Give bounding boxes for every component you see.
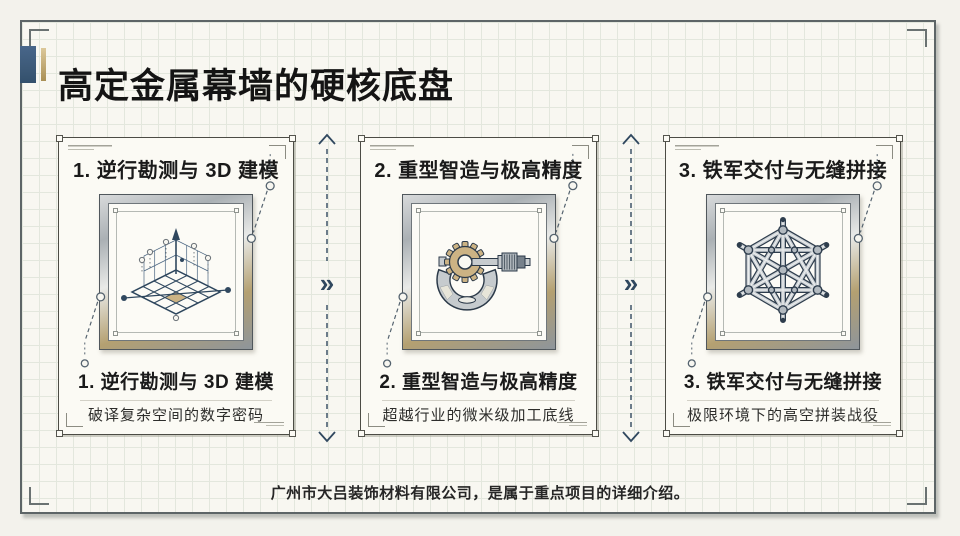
iso-grid-3d-icon bbox=[121, 228, 231, 322]
double-chevron-right: » bbox=[623, 268, 639, 298]
card-top-title: 1. 逆行勘测与 3D 建模 bbox=[73, 160, 279, 182]
chevron-up-icon bbox=[318, 133, 336, 145]
card-top-title: 3. 铁军交付与无缝拼接 bbox=[678, 160, 888, 182]
panel-corner-bracket bbox=[29, 29, 49, 47]
corner-mark bbox=[663, 430, 670, 437]
card-top-title: 2. 重型智造与极高精度 bbox=[374, 160, 583, 182]
corner-mark bbox=[358, 135, 365, 142]
corner-mark bbox=[896, 135, 903, 142]
corner-mark bbox=[896, 430, 903, 437]
chevron-down-icon bbox=[622, 431, 640, 443]
caption-divider bbox=[687, 400, 879, 401]
sheet-stamp bbox=[254, 422, 284, 427]
card-caption: 2. 重型智造与极高精度 超越行业的微米级加工底线 bbox=[361, 370, 596, 425]
corner-mark bbox=[289, 135, 296, 142]
panel-corner-bracket bbox=[907, 487, 927, 505]
double-chevron-right: » bbox=[319, 268, 335, 298]
sheet-stamp bbox=[68, 145, 112, 151]
card-bottom-title: 2. 重型智造与极高精度 bbox=[379, 372, 578, 393]
sheet-stamp bbox=[370, 145, 414, 151]
corner-mark bbox=[358, 430, 365, 437]
flow-connector: » bbox=[619, 133, 643, 443]
sheet-stamp bbox=[557, 422, 587, 427]
corner-mark bbox=[592, 135, 599, 142]
card-caption: 3. 铁军交付与无缝拼接 极限环境下的高空拼装战役 bbox=[666, 370, 900, 425]
step-card-3: 3. 铁军交付与无缝拼接 bbox=[663, 135, 903, 437]
sheet-stamp bbox=[861, 422, 891, 427]
caption-divider bbox=[80, 400, 272, 401]
card-bottom-title: 1. 逆行勘测与 3D 建模 bbox=[78, 372, 274, 393]
title-accent-bar-blue bbox=[20, 46, 36, 83]
corner-mark bbox=[56, 430, 63, 437]
flow-connector: » bbox=[315, 133, 339, 443]
inner-bracket bbox=[269, 145, 286, 159]
card-subtitle: 极限环境下的高空拼装战役 bbox=[686, 407, 879, 424]
corner-mark bbox=[663, 135, 670, 142]
inner-bracket bbox=[876, 145, 893, 159]
footer-caption: 广州市大吕装饰材料有限公司，是属于重点项目的详细介绍。 bbox=[270, 485, 690, 502]
corner-mark bbox=[56, 135, 63, 142]
inner-bracket bbox=[572, 145, 589, 159]
step-card-2: 2. 重型智造与极高精度 bbox=[358, 135, 599, 437]
inner-bracket bbox=[368, 413, 385, 427]
inner-bracket bbox=[673, 413, 690, 427]
sheet-stamp bbox=[675, 145, 719, 151]
panel-corner-bracket bbox=[907, 29, 927, 47]
card-caption: 1. 逆行勘测与 3D 建模 破译复杂空间的数字密码 bbox=[59, 370, 293, 425]
title-accent-bar-gold bbox=[41, 48, 46, 81]
frame-mat bbox=[723, 211, 843, 333]
card-bottom-title: 3. 铁军交付与无缝拼接 bbox=[683, 372, 883, 393]
space-frame-icon bbox=[723, 212, 843, 332]
caption-divider bbox=[382, 400, 575, 401]
chevron-down-icon bbox=[318, 431, 336, 443]
panel-corner-bracket bbox=[29, 487, 49, 505]
step-card-1: 1. 逆行勘测与 3D 建模 bbox=[56, 135, 296, 437]
page-title: 高定金属幕墙的硬核底盘 bbox=[58, 67, 455, 107]
card-subtitle: 超越行业的微米级加工底线 bbox=[382, 407, 575, 424]
chevron-up-icon bbox=[622, 133, 640, 145]
corner-mark bbox=[289, 430, 296, 437]
illustration-frame bbox=[706, 194, 860, 350]
frame-mat bbox=[418, 211, 539, 333]
illustration-frame bbox=[401, 194, 556, 350]
illustration-frame bbox=[99, 194, 253, 350]
inner-bracket bbox=[66, 413, 83, 427]
micrometer-gear-icon bbox=[435, 241, 530, 311]
corner-mark bbox=[592, 430, 599, 437]
frame-mat bbox=[116, 211, 236, 333]
card-subtitle: 破译复杂空间的数字密码 bbox=[87, 407, 264, 424]
